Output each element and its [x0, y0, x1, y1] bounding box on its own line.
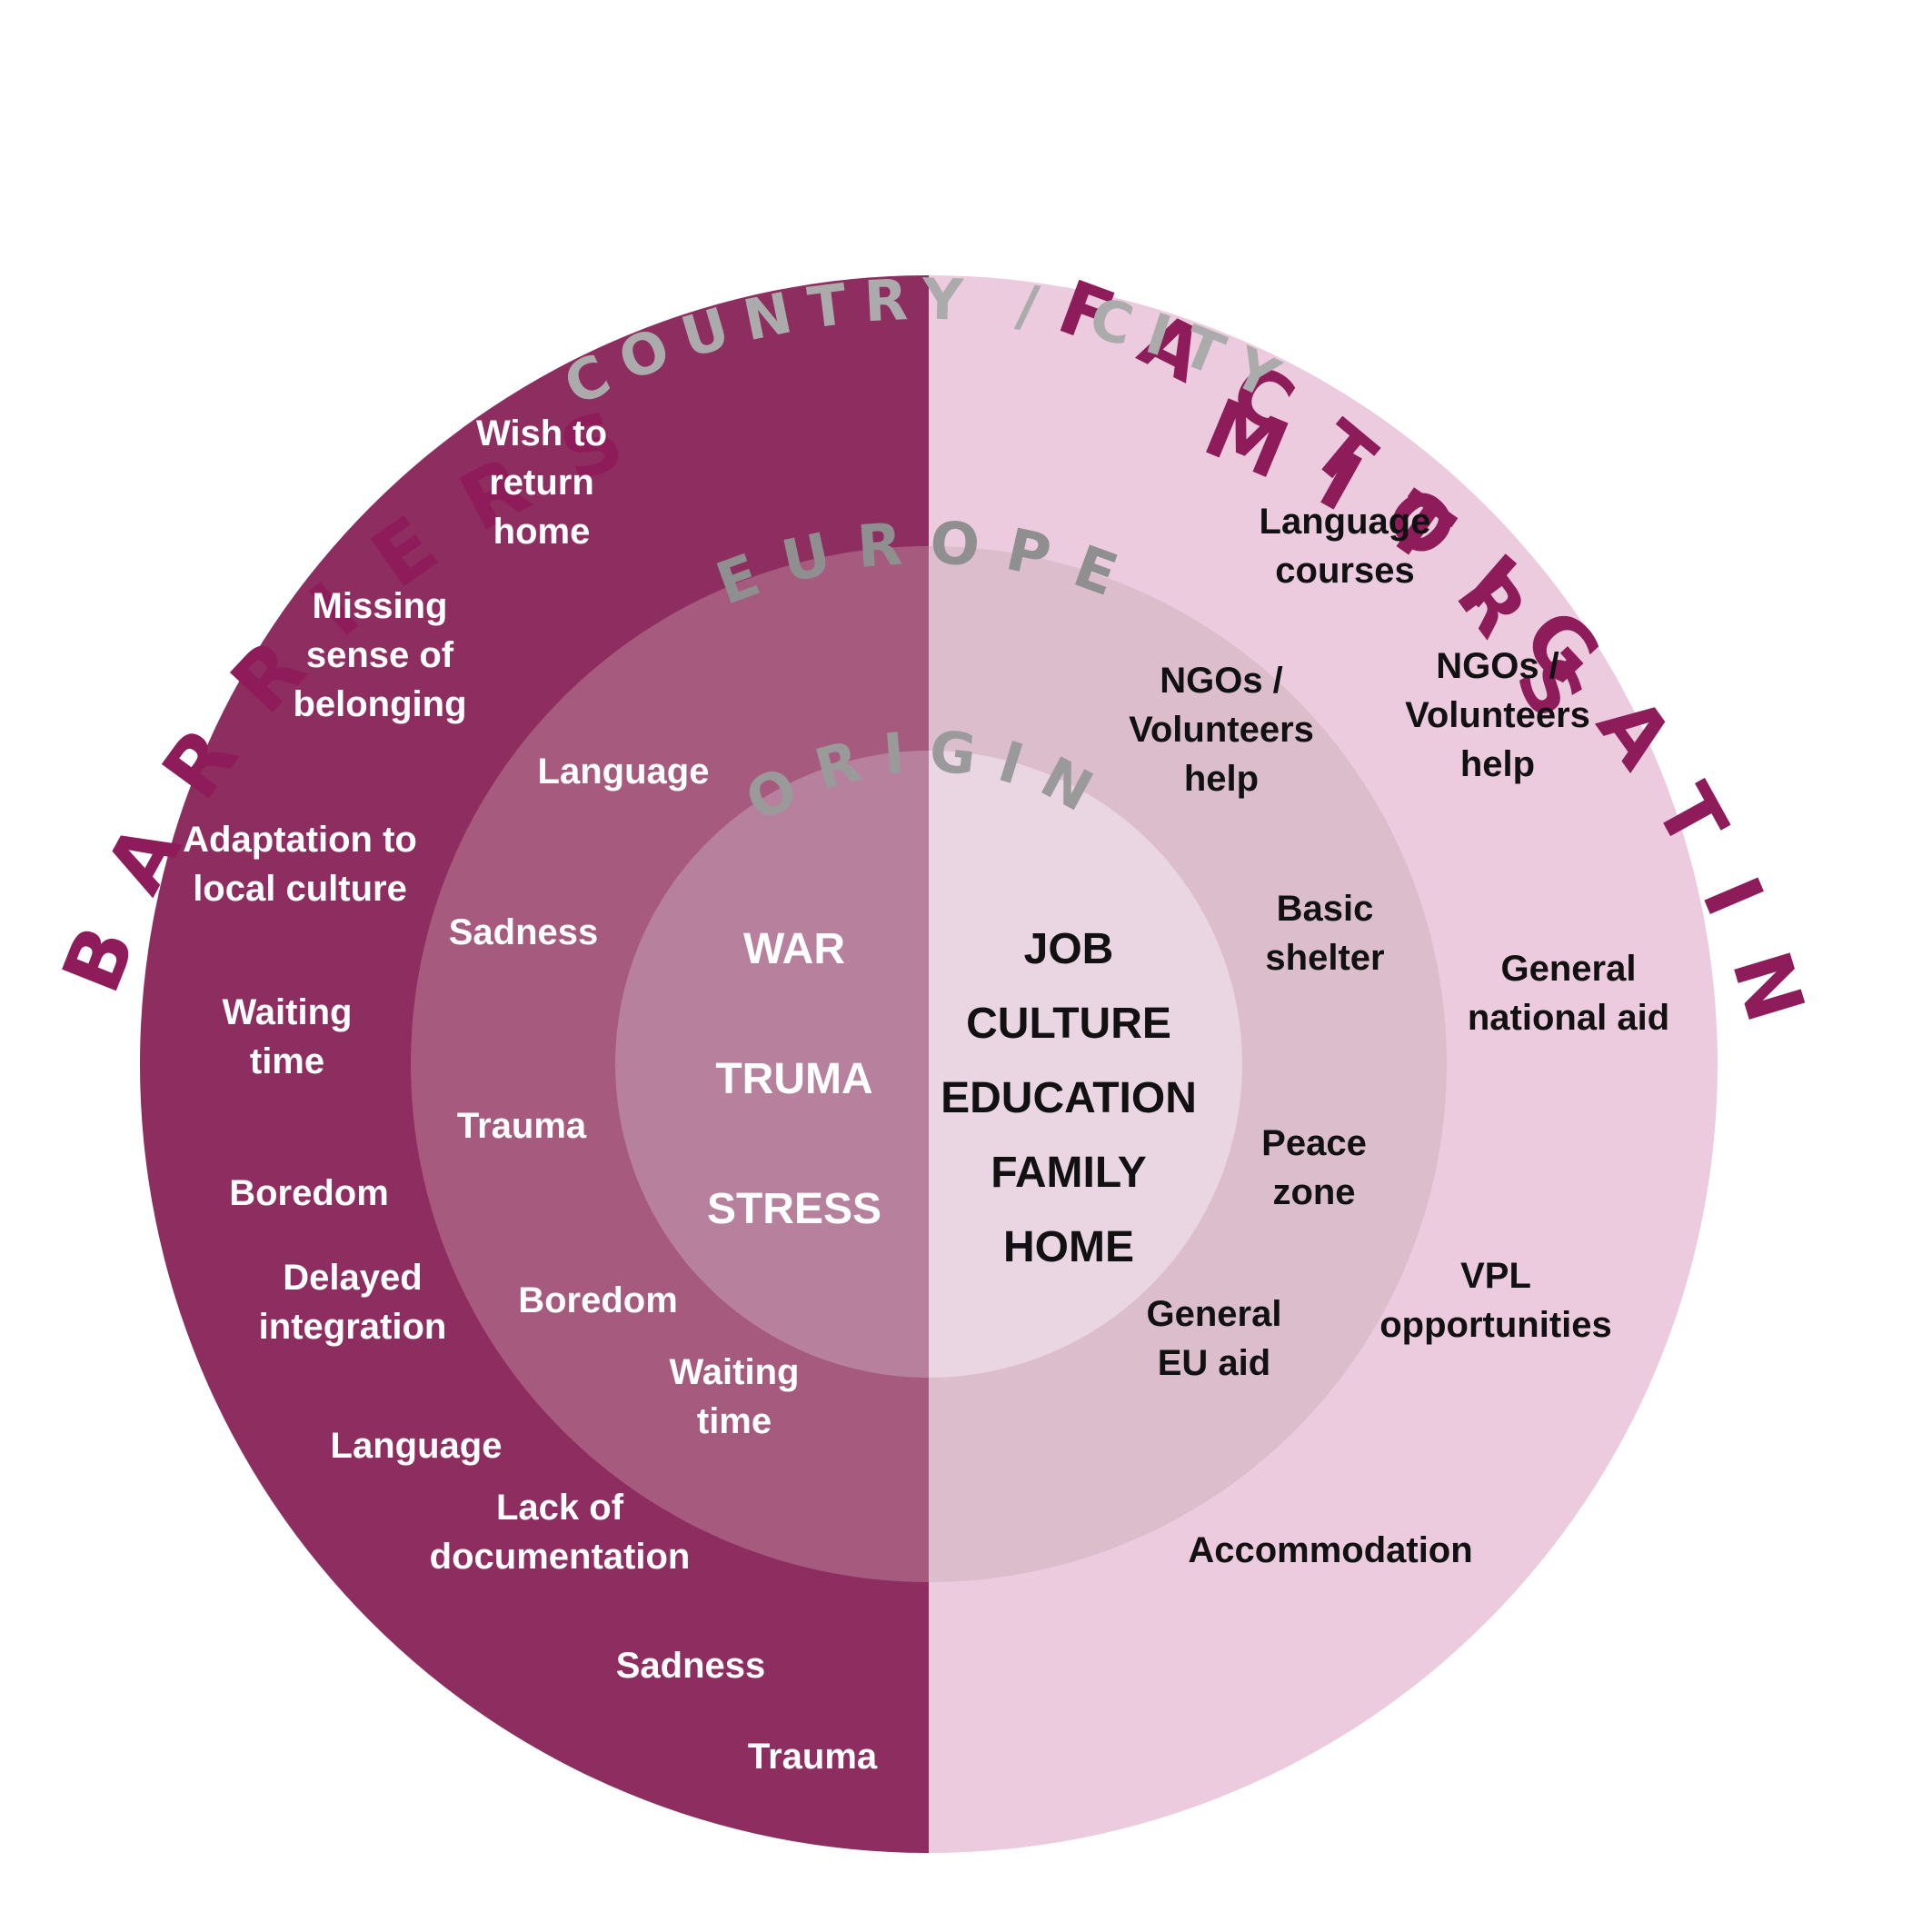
barriers-origin-item: WAR: [743, 925, 845, 973]
item-line: Sadness: [616, 1646, 766, 1686]
mitigating-europe-item: General EU aid: [1147, 1294, 1282, 1383]
item-line: VPL: [1460, 1256, 1531, 1296]
mitigating-country-city-item: NGOs / Volunteers help: [1405, 646, 1590, 784]
item-line: EU aid: [1158, 1343, 1270, 1383]
item-line: Boredom: [229, 1173, 389, 1213]
item-line: time: [250, 1041, 324, 1081]
item-line: Trauma: [748, 1737, 878, 1777]
item-line: zone: [1272, 1172, 1355, 1212]
mitigating-inner-circle: [929, 751, 1242, 1378]
barriers-europe-item: Trauma: [457, 1106, 587, 1146]
barriers-europe-item: Boredom: [518, 1280, 678, 1320]
barriers-country-city-item: Adaptation to local culture: [183, 820, 417, 909]
barriers-country-city-item: Wish to return home: [476, 413, 607, 552]
barriers-europe-item: Language: [538, 752, 710, 792]
barriers-origin-item: STRESS: [707, 1185, 881, 1233]
item-line: national aid: [1468, 998, 1669, 1038]
item-line: courses: [1275, 551, 1414, 591]
barriers-country-city-item: Missing sense of belonging: [293, 586, 466, 724]
item-line: Adaptation to: [183, 820, 417, 860]
mitigating-origin-item: EDUCATION: [941, 1074, 1197, 1122]
item-line: return: [489, 463, 594, 503]
item-line: Language: [331, 1426, 503, 1466]
item-line: Boredom: [518, 1280, 678, 1320]
barriers-country-city-item: Sadness: [616, 1646, 766, 1686]
item-line: time: [697, 1401, 772, 1441]
mitigating-origin-item: CULTURE: [966, 1000, 1171, 1048]
barriers-inner-circle: [615, 751, 929, 1378]
mitigating-origin-item: HOME: [1003, 1223, 1134, 1271]
mitigating-origin-item: FAMILY: [991, 1149, 1147, 1197]
item-line: Sadness: [449, 912, 599, 952]
barriers-country-city-item: Waiting time: [223, 992, 353, 1081]
barriers-half: [140, 275, 929, 1853]
item-line: Language: [538, 752, 710, 792]
item-line: local culture: [193, 869, 407, 909]
item-line: Delayed: [283, 1258, 422, 1298]
barriers-europe-item: Sadness: [449, 912, 599, 952]
mitigating-origin-item: JOB: [1024, 925, 1114, 973]
item-line: General: [1501, 949, 1637, 989]
item-line: Trauma: [457, 1106, 587, 1146]
item-line: Volunteers: [1129, 710, 1314, 750]
item-line: Basic: [1277, 889, 1374, 929]
mitigating-europe-item: Peace zone: [1261, 1123, 1367, 1212]
item-line: opportunities: [1379, 1305, 1612, 1345]
barriers-origin-item: TRUMA: [715, 1055, 872, 1103]
item-line: belonging: [293, 684, 466, 724]
item-line: General: [1147, 1294, 1282, 1334]
barriers-country-city-item: Lack of documentation: [430, 1488, 691, 1577]
barriers-country-city-item: Language: [331, 1426, 503, 1466]
item-line: Missing: [313, 586, 448, 626]
item-line: shelter: [1265, 938, 1384, 978]
item-line: Wish to: [476, 413, 607, 453]
item-line: Peace: [1261, 1123, 1367, 1163]
item-line: help: [1460, 744, 1535, 784]
mitigating-country-city-item: VPL opportunities: [1379, 1256, 1612, 1345]
item-line: Waiting: [223, 992, 353, 1032]
item-line: Lack of: [496, 1488, 624, 1528]
item-line: NGOs /: [1160, 661, 1283, 701]
barriers-europe-item: Waiting time: [670, 1352, 800, 1441]
mitigating-europe-item: NGOs / Volunteers help: [1129, 661, 1314, 799]
mitigating-europe-item: Basic shelter: [1265, 889, 1384, 978]
mitigating-half: [929, 275, 1718, 1853]
item-line: Waiting: [670, 1352, 800, 1392]
item-line: Volunteers: [1405, 695, 1590, 735]
item-line: home: [493, 512, 591, 552]
mitigating-country-city-item: General national aid: [1468, 949, 1669, 1038]
item-line: NGOs /: [1436, 646, 1559, 686]
item-line: Accommodation: [1188, 1530, 1472, 1570]
barriers-country-city-item: Delayed integration: [259, 1258, 447, 1347]
mitigating-country-city-item: Accommodation: [1188, 1530, 1472, 1570]
item-line: documentation: [430, 1537, 691, 1577]
barriers-country-city-item: Boredom: [229, 1173, 389, 1213]
item-line: sense of: [306, 635, 454, 675]
barriers-country-city-item: Trauma: [748, 1737, 878, 1777]
item-line: integration: [259, 1307, 447, 1347]
item-line: Language: [1260, 502, 1431, 542]
mitigating-country-city-item: Language courses: [1260, 502, 1431, 591]
item-line: help: [1184, 759, 1259, 799]
